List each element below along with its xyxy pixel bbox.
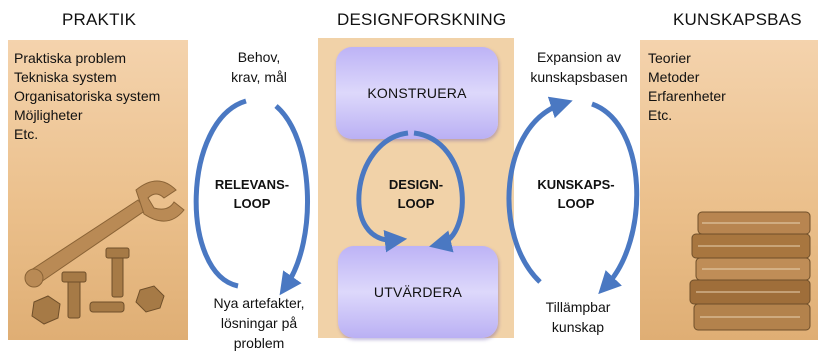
praktik-title: PRAKTIK bbox=[62, 10, 137, 29]
knowledge-loop-line: KUNSKAPS- bbox=[537, 177, 615, 192]
kunskapsbas-item: Metoder bbox=[648, 69, 700, 85]
expansion-line: Expansion av bbox=[536, 49, 622, 65]
designforskning-title: DESIGNFORSKNING bbox=[337, 10, 507, 29]
kunskapsbas-item: Teorier bbox=[648, 50, 691, 66]
kunskapsbas-title: KUNSKAPSBAS bbox=[673, 10, 802, 29]
praktik-item: Organisatoriska system bbox=[14, 88, 161, 104]
knowledge-loop-label: KUNSKAPS- LOOP bbox=[530, 175, 622, 213]
design-loop-arrow bbox=[356, 130, 409, 253]
design-loop-line: DESIGN- bbox=[388, 177, 444, 192]
praktik-item: Praktiska problem bbox=[14, 50, 127, 66]
praktik-item: Möjligheter bbox=[14, 107, 83, 123]
konstruera-box: KONSTRUERA bbox=[336, 47, 498, 139]
design-loop-arrow-right bbox=[413, 130, 465, 253]
relevance-loop-arrow bbox=[193, 98, 247, 289]
expansion-line: kunskapsbasen bbox=[530, 69, 628, 85]
kunskapsbas-list: Teorier Metoder Erfarenheter Etc. bbox=[648, 49, 726, 125]
tools-illustration bbox=[24, 180, 185, 325]
new-artifacts-line: problem bbox=[233, 335, 285, 351]
needs-line: krav, mål bbox=[231, 69, 287, 85]
utvardera-box: UTVÄRDERA bbox=[338, 246, 498, 338]
praktik-item: Etc. bbox=[14, 126, 39, 142]
praktik-list: Praktiska problem Tekniska system Organi… bbox=[14, 49, 160, 144]
needs-line: Behov, bbox=[237, 49, 281, 65]
knowledge-loop-arrow-right bbox=[591, 101, 640, 295]
applicable-line: Tillämpbar bbox=[545, 299, 611, 315]
kunskapsbas-item: Erfarenheter bbox=[648, 88, 726, 104]
applicable-annotation: Tillämpbar kunskap bbox=[528, 297, 628, 337]
kunskapsbas-item: Etc. bbox=[648, 107, 673, 123]
needs-annotation: Behov, krav, mål bbox=[222, 47, 296, 87]
books-illustration bbox=[689, 211, 811, 331]
relevance-loop-arrow-head bbox=[274, 104, 310, 296]
relevance-loop-label: RELEVANS- LOOP bbox=[206, 175, 298, 213]
new-artifacts-annotation: Nya artefakter, lösningar på problem bbox=[200, 293, 318, 353]
new-artifacts-line: lösningar på bbox=[220, 315, 298, 331]
design-loop-line: LOOP bbox=[397, 196, 435, 211]
praktik-item: Tekniska system bbox=[14, 69, 117, 85]
relevance-loop-line: RELEVANS- bbox=[214, 177, 290, 192]
design-loop-label: DESIGN- LOOP bbox=[380, 175, 452, 213]
new-artifacts-line: Nya artefakter, bbox=[213, 295, 305, 311]
knowledge-loop-line: LOOP bbox=[557, 196, 595, 211]
expansion-annotation: Expansion av kunskapsbasen bbox=[522, 47, 636, 87]
applicable-line: kunskap bbox=[551, 319, 605, 335]
kunskapsbas-panel: Teorier Metoder Erfarenheter Etc. bbox=[640, 40, 818, 340]
knowledge-loop-arrow bbox=[506, 96, 573, 284]
praktik-panel: Praktiska problem Tekniska system Organi… bbox=[8, 40, 188, 340]
relevance-loop-line: LOOP bbox=[233, 196, 271, 211]
